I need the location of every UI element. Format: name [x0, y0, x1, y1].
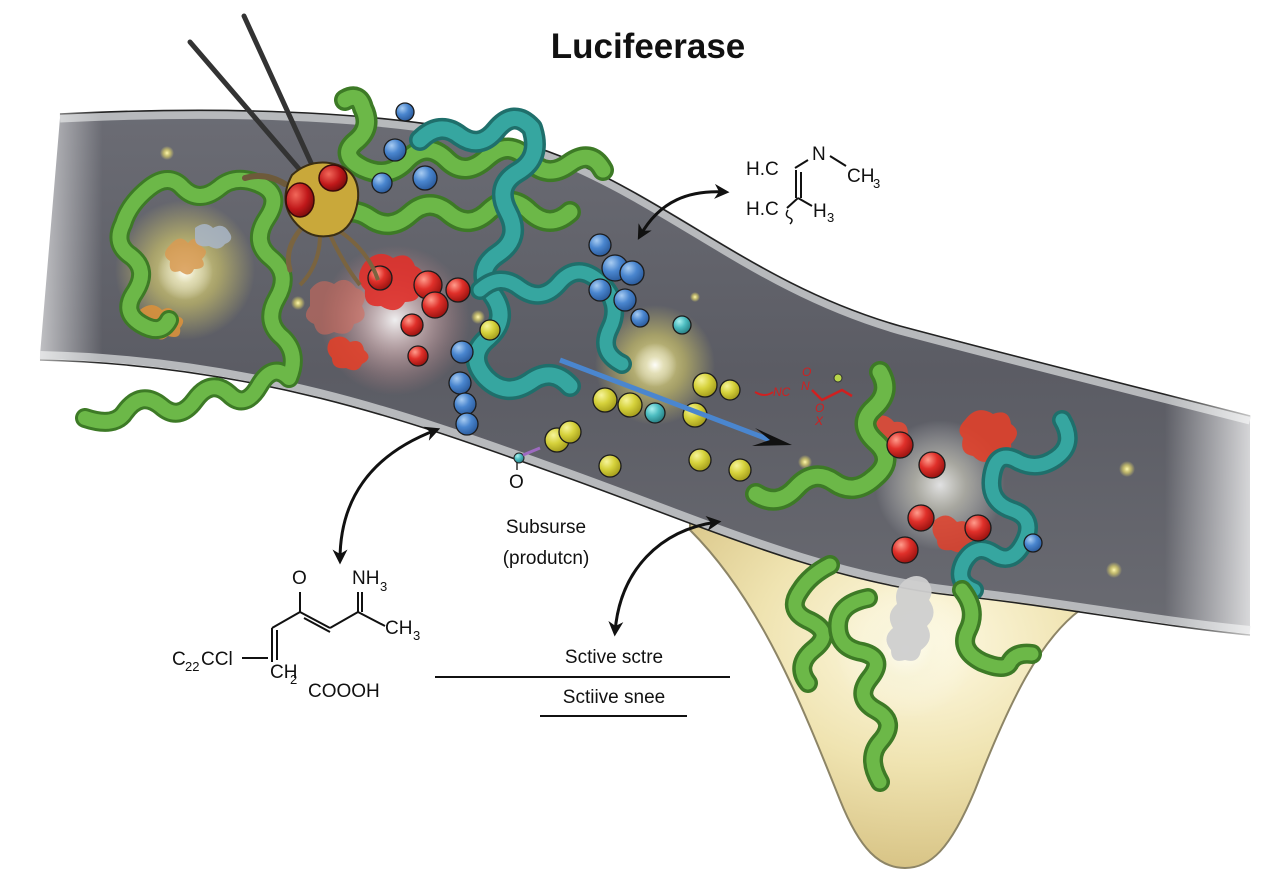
molecule-bottom-left: O NH 3 CH 3 C 22 CCl CH 2 COOOH — [172, 568, 420, 702]
annotation-arrows — [332, 183, 730, 637]
arrow-center-bottom — [608, 516, 722, 637]
blue-atom-sphere — [613, 288, 637, 312]
red-atom-sphere — [907, 504, 935, 532]
insect-eye-right — [318, 164, 348, 192]
red-atom-sphere — [421, 291, 449, 319]
blue-atom-sphere — [371, 172, 393, 194]
atom-ch2: CH — [270, 662, 297, 683]
antenna-right — [241, 13, 315, 168]
yellow-atom-sphere — [692, 372, 718, 398]
red-atom-sphere — [400, 313, 424, 337]
protein-helices — [75, 86, 1078, 792]
insect-eye-left — [285, 182, 315, 218]
blue-atom-sphere — [383, 138, 407, 162]
red-atom-sphere — [886, 431, 914, 459]
yellow-atom-sphere — [479, 319, 501, 341]
atom-hc-1: H.C — [746, 159, 779, 180]
atom-nh: NH — [352, 568, 379, 589]
red-chain-o-top: O — [802, 365, 811, 379]
active-site-labels: Sctive sctre Sctiive snee — [435, 647, 730, 717]
blue-atom-sphere — [450, 340, 474, 364]
blue-atom-sphere — [619, 260, 645, 286]
transport-arrow — [559, 357, 792, 446]
blue-atom-sphere — [1023, 533, 1043, 553]
yellow-atom-sphere — [617, 392, 643, 418]
glow-center-core — [633, 343, 677, 387]
antenna-left — [187, 39, 303, 173]
blue-atom-sphere — [448, 371, 472, 395]
atom-ch3: CH — [385, 618, 412, 639]
substrate-line-1: Subsurse — [506, 517, 586, 538]
blue-atom-sphere — [630, 308, 650, 328]
substrate-line-2: (produtcn) — [503, 548, 590, 569]
yellow-atom-sphere — [598, 454, 622, 478]
atom-nh-sub: 3 — [380, 579, 387, 594]
atom-ch-sub: 3 — [873, 176, 880, 191]
atom-o: O — [292, 568, 307, 589]
blue-atom-sphere — [588, 278, 612, 302]
red-chain-o-bottom: O — [815, 401, 824, 415]
red-chain-x: X — [814, 414, 824, 428]
atom-ch: CH — [847, 166, 874, 187]
active-site-label-2: Sctiive snee — [563, 687, 665, 708]
atom-hc-2: H.C — [746, 199, 779, 220]
molecule-top-right: H.C N CH 3 H.C H 3 — [746, 144, 880, 225]
atom-h: H — [813, 201, 827, 222]
arrow-left-bottom — [332, 426, 441, 565]
yellow-atom-sphere — [592, 387, 618, 413]
blue-atom-sphere — [395, 102, 415, 122]
yellow-atom-sphere — [728, 458, 752, 482]
red-chain-n: N — [801, 379, 810, 393]
inline-red-chain: NC N O O X — [754, 365, 853, 428]
atom-n: N — [812, 144, 826, 165]
red-atom-sphere — [407, 345, 429, 367]
atom-ch3-sub: 3 — [413, 628, 420, 643]
blue-atom-sphere — [455, 412, 479, 436]
yellow-atom-sphere — [558, 420, 582, 444]
diagram-title: Lucifeerase — [551, 27, 746, 66]
atom-h-sub: 3 — [827, 210, 834, 225]
atom-c-sub: 22 — [185, 659, 199, 674]
teal-atom-sphere — [672, 315, 692, 335]
red-atom-sphere — [964, 514, 992, 542]
yellow-atom-sphere — [688, 448, 712, 472]
firefly-insect — [187, 13, 380, 287]
arrow-top-right — [637, 183, 730, 240]
atom-spheres — [367, 102, 1043, 564]
red-atom-sphere — [918, 451, 946, 479]
red-chain-nc: NC — [773, 385, 791, 399]
yellow-atom-sphere — [719, 379, 741, 401]
red-atom-sphere — [891, 536, 919, 564]
blue-atom-sphere — [588, 233, 612, 257]
blue-atom-sphere — [412, 165, 438, 191]
atom-ch2-sub: 2 — [290, 672, 297, 687]
atom-c: C — [172, 649, 186, 670]
substrate-label: Subsurse (produtcn) — [503, 517, 590, 569]
active-site-label-1: Sctive sctre — [565, 647, 663, 668]
atom-coooh: COOOH — [308, 681, 380, 702]
atom-ccl: CCl — [201, 649, 233, 670]
blue-atom-sphere — [453, 392, 477, 416]
oxygen-label: O — [509, 472, 524, 493]
teal-atom-sphere — [644, 402, 666, 424]
red-atom-sphere — [445, 277, 471, 303]
